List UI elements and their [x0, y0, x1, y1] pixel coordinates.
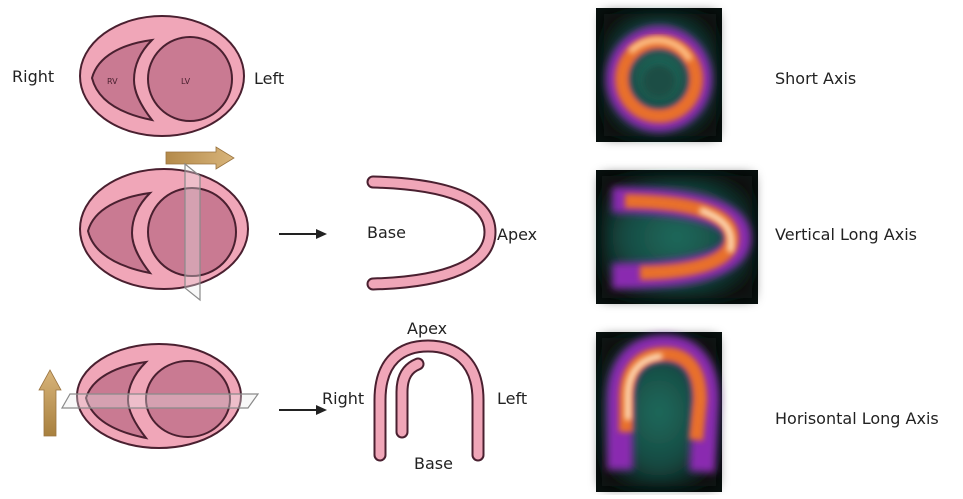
row3-apex-label: Apex [407, 319, 447, 338]
heart-vertical-slice-diagram [80, 169, 248, 289]
vertical-long-axis-scan-image [596, 170, 758, 304]
vertical-direction-arrow-icon [39, 370, 61, 436]
rv-label: RV [107, 77, 118, 86]
short-axis-scan-image [596, 8, 722, 142]
short-axis-label: Short Axis [775, 69, 856, 88]
row3-base-label: Base [414, 454, 453, 473]
row2-base-label: Base [367, 223, 406, 242]
row1-right-label: Right [12, 67, 54, 86]
vertical-long-axis-label: Vertical Long Axis [775, 225, 917, 244]
row2-right-arrow-icon [279, 229, 327, 239]
horizontal-long-axis-scan-image [596, 332, 722, 492]
horizontal-direction-arrow-icon [166, 147, 234, 169]
heart-short-axis-diagram [80, 16, 244, 136]
vertical-cutting-plane [185, 164, 200, 300]
lv-label: LV [181, 77, 191, 86]
horizontal-cutting-plane [62, 394, 258, 408]
row1-left-label: Left [254, 69, 284, 88]
row3-left-label: Left [497, 389, 527, 408]
row2-apex-label: Apex [497, 225, 537, 244]
horizontal-long-axis-label: Horisontal Long Axis [775, 409, 939, 428]
row3-right-label: Right [322, 389, 364, 408]
row3-right-arrow-icon [279, 405, 327, 415]
horizontal-long-axis-slice-shape [380, 346, 478, 455]
